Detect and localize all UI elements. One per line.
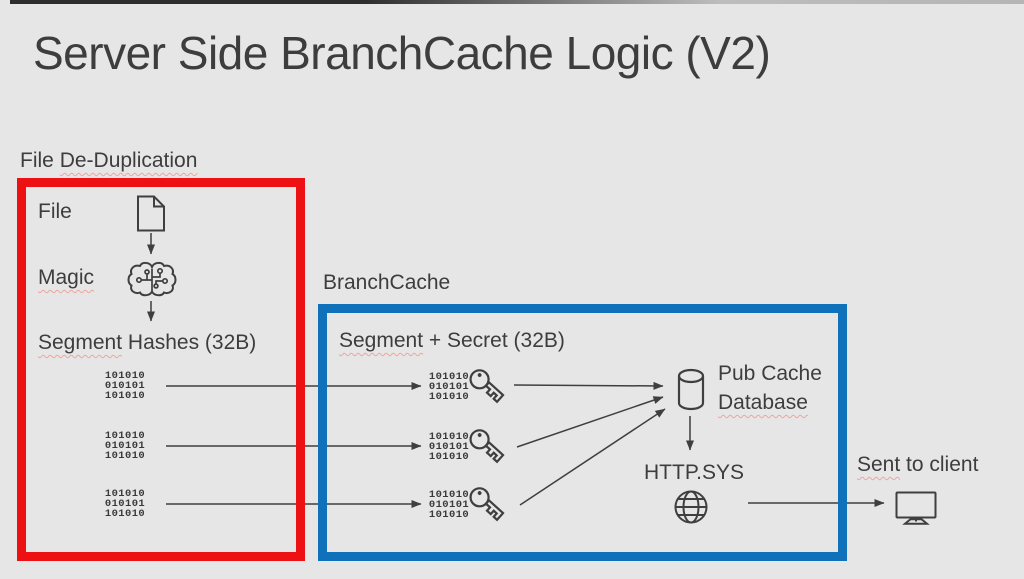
file-icon bbox=[136, 195, 166, 232]
binary-line: 010101 bbox=[428, 499, 470, 511]
dedup-box-outline bbox=[17, 178, 305, 561]
pub-cache-database-label: Pub Cache Database bbox=[718, 359, 822, 417]
binary-line: 010101 bbox=[428, 381, 470, 393]
binary-line: 101010 bbox=[428, 391, 470, 403]
binary-line: 101010 bbox=[104, 390, 146, 402]
secret-hash-block-2: 101010 010101 101010 bbox=[421, 431, 477, 463]
binary-line: 101010 bbox=[428, 431, 470, 443]
magic-label-text: Magic bbox=[38, 266, 95, 289]
pub-cache-line1: Pub Cache bbox=[718, 362, 822, 385]
sent-squiggle: Sent bbox=[857, 453, 901, 476]
file-label: File bbox=[38, 200, 72, 223]
binary-line: 101010 bbox=[104, 370, 146, 382]
hash-block-2: 101010 010101 101010 bbox=[97, 430, 153, 462]
slide-title: Server Side BranchCache Logic (V2) bbox=[33, 27, 771, 79]
magic-label: Magic bbox=[38, 266, 94, 290]
dedup-label-plain: File bbox=[20, 149, 60, 172]
binary-line: 010101 bbox=[428, 441, 470, 453]
binary-line: 010101 bbox=[104, 440, 146, 452]
binary-line: 010101 bbox=[104, 380, 146, 392]
binary-line: 010101 bbox=[104, 498, 146, 510]
sent-to-client-label: Sent to client bbox=[857, 453, 978, 477]
binary-line: 101010 bbox=[428, 371, 470, 383]
globe-icon bbox=[673, 489, 709, 525]
segment-hashes-label: Segment Hashes (32B) bbox=[38, 331, 256, 355]
binary-line: 101010 bbox=[428, 509, 470, 521]
binary-line: 101010 bbox=[428, 451, 470, 463]
sent-rest: to client bbox=[900, 453, 979, 476]
segment-hashes-squiggle: Segment bbox=[38, 331, 123, 354]
secret-hash-block-3: 101010 010101 101010 bbox=[421, 489, 477, 521]
dedup-section-label: File De-Duplication bbox=[20, 149, 197, 173]
binary-line: 101010 bbox=[104, 508, 146, 520]
segment-secret-label: Segment + Secret (32B) bbox=[339, 329, 565, 353]
monitor-icon bbox=[895, 491, 937, 525]
brain-circuit-icon bbox=[126, 258, 178, 298]
hash-block-3: 101010 010101 101010 bbox=[97, 488, 153, 520]
branchcache-section-label: BranchCache bbox=[323, 271, 451, 294]
binary-line: 101010 bbox=[104, 450, 146, 462]
segment-secret-rest: + Secret (32B) bbox=[423, 329, 565, 352]
top-edge-strip bbox=[10, 0, 1024, 4]
binary-line: 101010 bbox=[428, 489, 470, 501]
key-icon-2 bbox=[465, 424, 509, 468]
pub-cache-line2: Database bbox=[718, 391, 808, 414]
segment-secret-squiggle: Segment bbox=[339, 329, 424, 352]
segment-hashes-rest: Hashes (32B) bbox=[122, 331, 257, 354]
secret-hash-block-1: 101010 010101 101010 bbox=[421, 371, 477, 403]
dedup-label-squiggle: De-Duplication bbox=[59, 149, 198, 172]
branchcache-box-outline bbox=[318, 304, 847, 561]
key-icon-3 bbox=[465, 482, 509, 526]
httpsys-label: HTTP.SYS bbox=[644, 461, 744, 484]
binary-line: 101010 bbox=[104, 488, 146, 500]
key-icon-1 bbox=[465, 364, 509, 408]
binary-line: 101010 bbox=[104, 430, 146, 442]
database-icon bbox=[676, 368, 706, 412]
hash-block-1: 101010 010101 101010 bbox=[97, 370, 153, 402]
